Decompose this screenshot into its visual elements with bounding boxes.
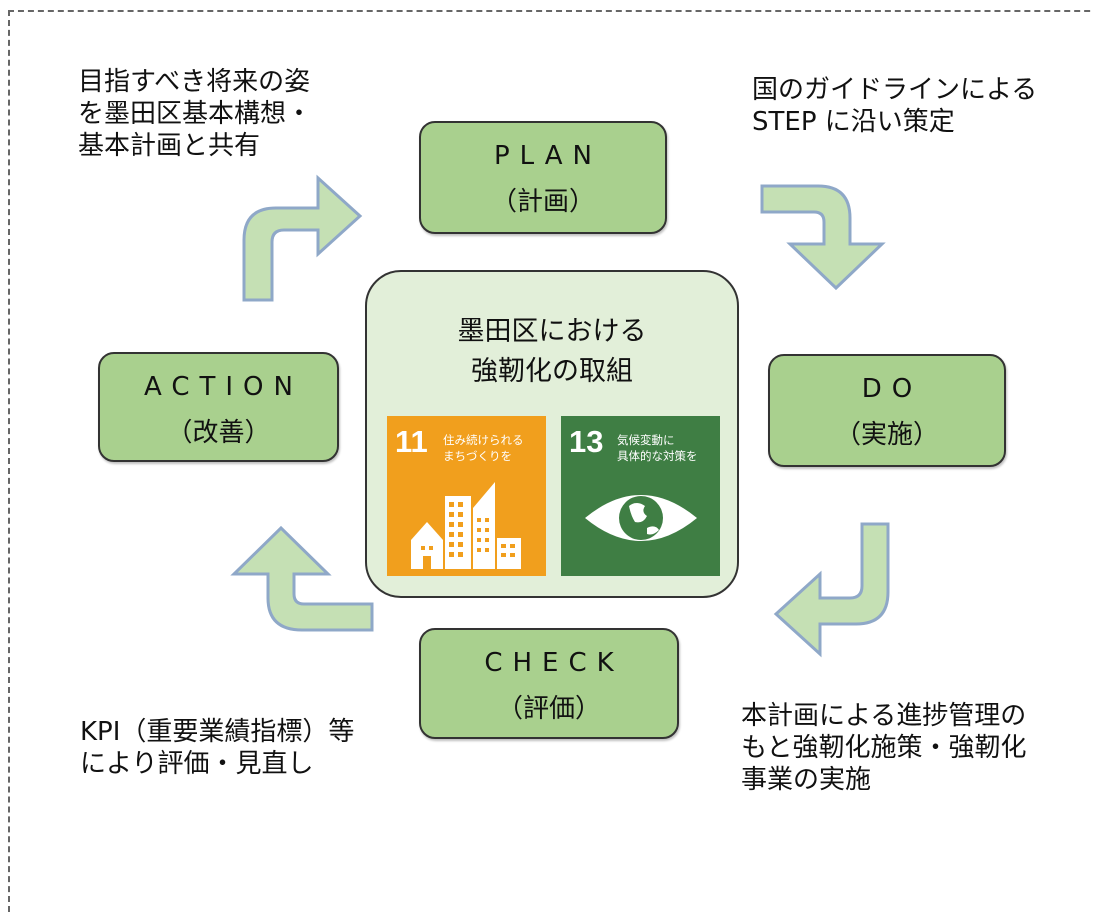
plan-sub-label: （計画） [490,187,595,217]
arrow-action-to-plan [242,174,363,302]
check-node: CHECK （評価） [419,628,679,739]
center-title-line1: 墨田区における [457,316,647,347]
center-box: 墨田区における 強靭化の取組 11 住み続けられる まちづくりを [365,270,739,598]
arrow-do-to-check [773,522,890,658]
check-label: CHECK [484,648,624,678]
sdg-tile-11: 11 住み続けられる まちづくりを [387,416,546,576]
note-bottom-left: KPI（重要業績指標）等 により評価・見直し [80,717,355,779]
center-title-line2: 強靭化の取組 [471,356,633,387]
note-top-right: 国のガイドラインによる STEP に沿い策定 [752,75,1038,137]
check-sub-label: （評価） [496,694,601,724]
sdg-11-number: 11 [395,424,428,459]
eye-globe-icon [585,495,697,541]
dashed-frame [8,10,1094,912]
note-bottom-right: 本計画による進捗管理の もと強靭化施策・強靭化 事業の実施 [741,701,1027,795]
action-sub-label: （改善） [166,418,271,448]
city-buildings-icon [411,482,521,569]
sdg-tile-13: 13 気候変動に 具体的な対策を [561,416,720,576]
action-label: ACTION [144,372,303,402]
sdg-13-label: 気候変動に 具体的な対策を [617,433,698,463]
note-top-left: 目指すべき将来の姿 を墨田区基本構想・ 基本計画と共有 [78,67,313,161]
sdg-13-number: 13 [569,424,604,459]
action-node: ACTION （改善） [98,352,339,462]
do-node: DO （実施） [768,354,1006,467]
do-sub-label: （実施） [834,420,939,450]
arrow-check-to-action [230,525,374,632]
sdg-11-label: 住み続けられる まちづくりを [443,433,524,463]
do-label: DO [861,374,923,404]
arrow-plan-to-do [760,184,886,291]
plan-label: PLAN [494,141,602,171]
plan-node: PLAN （計画） [419,121,667,234]
